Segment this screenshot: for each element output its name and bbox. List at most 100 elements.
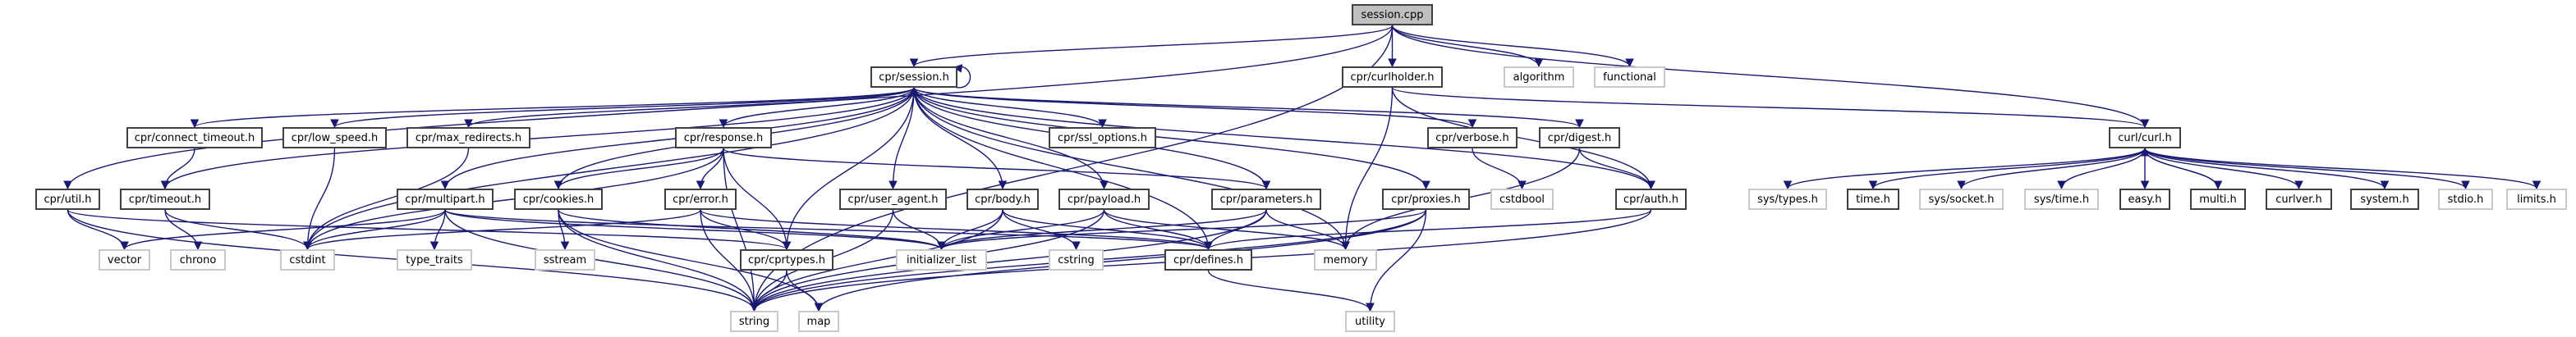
edge-arrowhead (814, 303, 824, 312)
edge-arrowhead (1625, 58, 1634, 68)
edge-session-cpp-to-curl-h (1391, 25, 2146, 128)
edge-payload-h-to-memory (1103, 209, 1347, 250)
edge-arrowhead (429, 241, 439, 251)
edge-curl-h-to-curlver-h (2144, 148, 2300, 189)
node-digest-h[interactable]: cpr/digest.h (1539, 127, 1620, 148)
node-string: string (730, 311, 778, 332)
node-algorithm: algorithm (1504, 66, 1574, 88)
edge-error-h-to-defines-h (700, 209, 1210, 250)
edge-arrowhead (1575, 119, 1584, 129)
node-session-cpp[interactable]: session.cpp (1352, 4, 1433, 25)
edge-arrowhead (120, 241, 129, 251)
edge-arrowhead (464, 119, 473, 129)
edge-arrowhead (1072, 241, 1081, 251)
edge-curl-h-to-sys-socket-h (1960, 148, 2146, 189)
edge-util-h-to-cprtypes-h (67, 209, 787, 250)
node-verbose-h[interactable]: cpr/verbose.h (1427, 127, 1518, 148)
edge-arrowhead (160, 180, 170, 190)
node-user-agent-h[interactable]: cpr/user_agent.h (839, 189, 947, 210)
edge-arrowhead (1467, 119, 1477, 129)
node-system-h[interactable]: system.h (2350, 189, 2419, 210)
edge-error-h-to-string (700, 209, 755, 312)
node-curlver-h[interactable]: curlver.h (2266, 189, 2332, 210)
edge-session-h-to-response-h (723, 87, 915, 128)
edge-arrowhead (330, 119, 339, 129)
node-chrono: chrono (170, 249, 226, 271)
edge-session-h-to-timeout-h (164, 87, 915, 189)
node-map: map (798, 311, 839, 332)
node-util-h[interactable]: cpr/util.h (35, 189, 100, 210)
edge-low-speed-h-to-cstdint (306, 148, 336, 250)
node-auth-h[interactable]: cpr/auth.h (1615, 189, 1687, 210)
edge-defines-h-to-utility (1207, 270, 1371, 312)
node-max-redirects-h[interactable]: cpr/max_redirects.h (406, 127, 530, 148)
edge-session-h-to-auth-h (913, 87, 1652, 189)
edge-curlholder-h-to-curl-h (1391, 87, 2146, 128)
edge-session-cpp-to-session-h (913, 25, 1394, 67)
edge-multipart-h-to-string (444, 209, 755, 312)
node-payload-h[interactable]: cpr/payload.h (1058, 189, 1150, 210)
node-cprtypes-h[interactable]: cpr/cprtypes.h (740, 249, 833, 271)
edge-multipart-h-to-initializer-list (444, 209, 943, 250)
node-timeout-h[interactable]: cpr/timeout.h (120, 189, 210, 210)
node-curl-h[interactable]: curl/curl.h (2109, 127, 2181, 148)
edge-curl-h-to-time-h (1872, 148, 2146, 189)
node-response-h[interactable]: cpr/response.h (675, 127, 772, 148)
node-cstdbool: cstdbool (1490, 189, 1554, 210)
edge-session-cpp-to-functional (1391, 25, 1631, 67)
edge-session-h-to-max-redirects-h (467, 87, 915, 128)
node-time-h[interactable]: time.h (1847, 189, 1899, 210)
node-connect-timeout-h[interactable]: cpr/connect_timeout.h (126, 127, 263, 148)
edge-proxies-h-to-map (818, 209, 1427, 312)
edge-arrowhead (2057, 180, 2066, 190)
edge-error-h-to-cprtypes-h (700, 209, 787, 250)
edge-arrowhead (2140, 119, 2150, 129)
edge-arrowhead (1783, 180, 1793, 190)
edge-parameters-h-to-initializer-list (940, 209, 1267, 250)
node-session-h[interactable]: cpr/session.h (870, 66, 957, 88)
edge-payload-h-to-defines-h (1103, 209, 1210, 250)
edge-curlholder-h-to-auth-h (1391, 87, 1652, 189)
edge-arrowhead (719, 119, 728, 129)
edge-curl-h-to-system-h (2144, 148, 2385, 189)
node-easy-h[interactable]: easy.h (2119, 189, 2170, 210)
edge-cookies-h-to-initializer-list (558, 209, 943, 250)
node-cookies-h[interactable]: cpr/cookies.h (514, 189, 603, 210)
edge-timeout-h-to-cstdint (164, 209, 309, 250)
node-defines-h[interactable]: cpr/defines.h (1164, 249, 1252, 271)
node-body-h[interactable]: cpr/body.h (967, 189, 1039, 210)
edge-session-h-to-proxies-h (913, 87, 1427, 189)
edge-session-h-to-digest-h (913, 87, 1581, 128)
edge-proxies-h-to-initializer-list (940, 209, 1427, 250)
edge-arrowhead (750, 303, 759, 312)
edge-digest-h-to-auth-h (1578, 148, 1652, 189)
node-multipart-h[interactable]: cpr/multipart.h (397, 189, 494, 210)
edge-arrowhead (1204, 241, 1213, 251)
edge-arrowhead (696, 180, 705, 190)
edge-multipart-h-to-defines-h (444, 209, 1210, 250)
edge-arrowhead (63, 180, 72, 190)
node-parameters-h[interactable]: cpr/parameters.h (1211, 189, 1321, 210)
node-cstdint: cstdint (280, 249, 335, 271)
node-error-h[interactable]: cpr/error.h (664, 189, 737, 210)
edge-session-h-to-ssl-options-h (913, 87, 1104, 128)
edge-curl-h-to-sys-types-h (1787, 148, 2146, 189)
node-multi-h[interactable]: multi.h (2190, 189, 2246, 210)
edge-arrowhead (782, 241, 792, 251)
edge-arrowhead (1388, 58, 1397, 68)
edge-arrowhead (193, 241, 203, 251)
node-proxies-h[interactable]: cpr/proxies.h (1382, 189, 1470, 210)
edge-error-h-to-cstdint (306, 209, 701, 250)
edge-session-h-to-user-agent-h (892, 87, 915, 189)
edge-arrowhead (440, 180, 450, 190)
node-low-speed-h[interactable]: cpr/low_speed.h (282, 127, 387, 148)
edge-auth-h-to-defines-h (1207, 209, 1652, 250)
node-utility: utility (1345, 311, 1395, 332)
edge-arrowhead (1534, 58, 1544, 68)
node-curlholder-h[interactable]: cpr/curlholder.h (1342, 66, 1443, 88)
edge-arrowhead (553, 180, 563, 190)
edge-session-h-to-connect-timeout-h (194, 87, 915, 128)
node-ssl-options-h[interactable]: cpr/ssl_options.h (1049, 127, 1156, 148)
edge-multipart-h-to-cstdint (306, 209, 446, 250)
